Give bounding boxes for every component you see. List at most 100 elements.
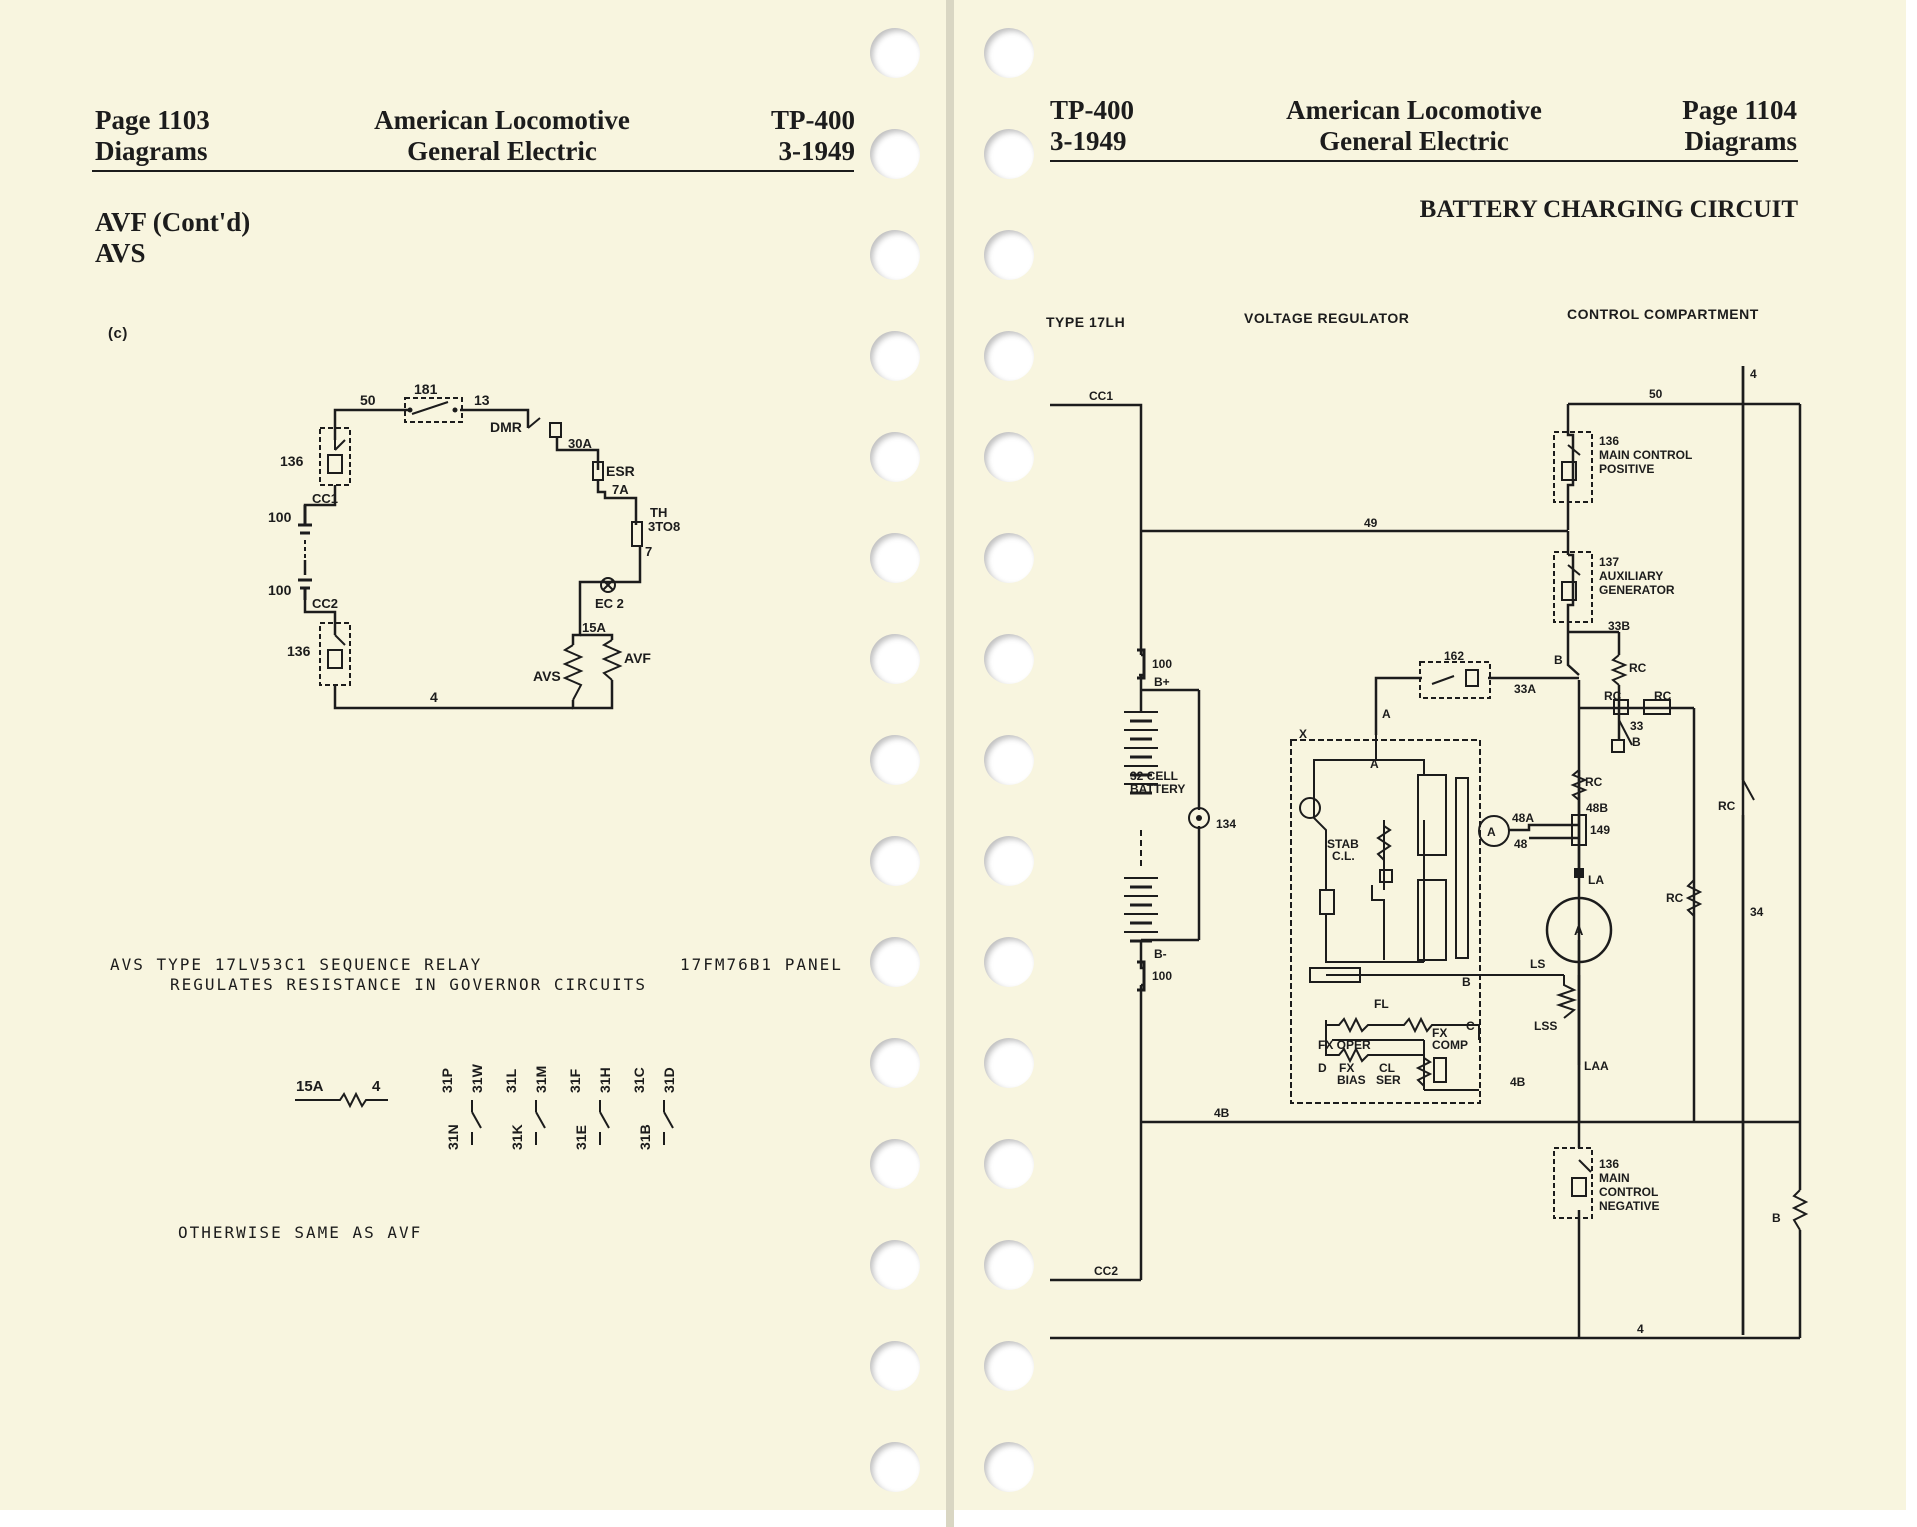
ec2-label: EC 2 [595, 596, 624, 611]
header-rule [1050, 160, 1798, 162]
meter-134-symbol [1188, 807, 1210, 829]
fx-bias-label-1: FX [1339, 1061, 1354, 1075]
binder-hole [984, 230, 1034, 280]
resistor-15a-4-symbol [295, 1091, 388, 1109]
b-minus-label: B- [1154, 947, 1167, 961]
b-label-3: B [1462, 975, 1471, 989]
binder-hole [984, 1240, 1034, 1290]
binder-hole [870, 230, 920, 280]
relay-162-label: 162 [1444, 649, 1464, 663]
a-label-1: A [1382, 707, 1391, 721]
binder-hole [870, 129, 920, 179]
avf-label: AVF [624, 650, 651, 666]
fuse-100-bottom-label: 100 [1152, 969, 1172, 983]
binder-hole [870, 432, 920, 482]
th-coil-symbol [631, 521, 643, 547]
avf-circuit-diagram: 50 181 13 DMR 30A ESR 7A TH 3TO8 7 EC 2 … [268, 381, 680, 710]
contact-top-label: 31H [597, 1067, 613, 1093]
ser-label: SER [1376, 1073, 1401, 1087]
cc1-label: CC1 [312, 491, 338, 506]
battery-32-cell-symbol [1124, 700, 1158, 950]
contact-bottom-label: 31K [509, 1124, 525, 1150]
resistor-4-label: 4 [372, 1078, 381, 1095]
wire-48b-label: 48B [1586, 801, 1608, 815]
rc-label-4: RC [1585, 775, 1603, 789]
generator-label: A [1574, 923, 1584, 938]
regulator-pivot-symbol [1299, 797, 1321, 819]
th-range-label: 3TO8 [648, 519, 680, 534]
binder-hole [870, 634, 920, 684]
wire-13-label: 13 [474, 392, 490, 408]
b-label-2: B [1632, 735, 1641, 749]
section-name: Diagrams [95, 136, 208, 166]
laa-label: LAA [1584, 1059, 1609, 1073]
la-label: LA [1588, 873, 1604, 887]
binder-hole [870, 1442, 920, 1492]
relay-137-symbol [1553, 551, 1593, 623]
wire-15a-label: 15A [582, 620, 606, 635]
wire-50-label: 50 [1649, 387, 1663, 401]
regulator-contact-bar [1455, 777, 1469, 959]
fx-label: FX [1432, 1026, 1447, 1040]
binder-hole [870, 533, 920, 583]
contact-top-label: 31C [631, 1067, 647, 1093]
org-line1: American Locomotive [1286, 95, 1542, 125]
fuse-100-top [1137, 648, 1146, 680]
wire-30a-label: 30A [568, 436, 592, 451]
stab-label-2: C.L. [1332, 849, 1355, 863]
b-far-label: B [1772, 1211, 1781, 1225]
header-rule [92, 170, 854, 172]
rc-far-label: RC [1718, 799, 1736, 813]
binder-hole [870, 937, 920, 987]
doc-number: TP-400 [1050, 95, 1134, 125]
regulator-resistor-1 [1319, 889, 1335, 915]
shunt-149-symbol [1571, 814, 1587, 846]
relay-136-positive-label: 136 [1599, 434, 1619, 448]
rc-resistor-label: RC [1666, 891, 1684, 905]
regulator-coil-upper [1417, 774, 1447, 856]
binder-hole [984, 735, 1034, 785]
auxiliary-generator-symbol [1545, 896, 1613, 964]
org-line1: American Locomotive [374, 105, 630, 135]
stab-label-1: STAB [1327, 837, 1359, 851]
relay-136-bottom-label: 136 [287, 643, 311, 659]
section-name: Diagrams [1684, 126, 1797, 156]
esr-coil-symbol [592, 461, 604, 481]
binder-hole [870, 1139, 920, 1189]
ec2-lamp-symbol [600, 577, 616, 593]
binder-hole [870, 1240, 920, 1290]
section-title-1: AVF (Cont'd) [95, 207, 251, 237]
ammeter-label: A [1487, 825, 1496, 839]
wire-49-label: 49 [1364, 516, 1378, 530]
relay-136-negative-desc1: MAIN [1599, 1171, 1630, 1185]
book-spine [946, 0, 954, 1527]
voltage-regulator-box [1290, 739, 1481, 1104]
rc-label-1: RC [1629, 661, 1647, 675]
diagram-title: BATTERY CHARGING CIRCUIT [1419, 196, 1798, 223]
column-header-1: TYPE 17LH [1046, 314, 1126, 330]
figure-label: (c) [108, 325, 128, 342]
contact-top-label: 31W [469, 1063, 485, 1093]
relay-136-negative-desc3: NEGATIVE [1599, 1199, 1659, 1213]
binder-hole [984, 1139, 1034, 1189]
rc-box-left [1613, 699, 1629, 715]
resistor-15a-label: 15A [296, 1078, 324, 1095]
contact-top-label: 31P [439, 1068, 455, 1093]
wire-4-top-label: 4 [1750, 367, 1757, 381]
page-number: Page 1104 [1682, 95, 1797, 125]
contact-top-label: 31L [503, 1068, 519, 1093]
relay-181-label: 181 [414, 381, 438, 397]
fx-bias-label-2: BIAS [1337, 1073, 1366, 1087]
battery-label-2: BATTERY [1130, 782, 1185, 796]
fuse-100-bottom-symbol [298, 578, 312, 600]
avs-label: AVS [533, 668, 561, 684]
rc-resistor-33b [1610, 654, 1628, 686]
switch-181-symbol [404, 397, 463, 423]
cc2-label: CC2 [1094, 1264, 1118, 1278]
ls-label: LS [1530, 957, 1545, 971]
fuse-100-top-symbol [298, 505, 312, 535]
regulator-coil-lower [1417, 879, 1447, 961]
org-line2: General Electric [407, 136, 597, 166]
relay-137-label: 137 [1599, 555, 1619, 569]
